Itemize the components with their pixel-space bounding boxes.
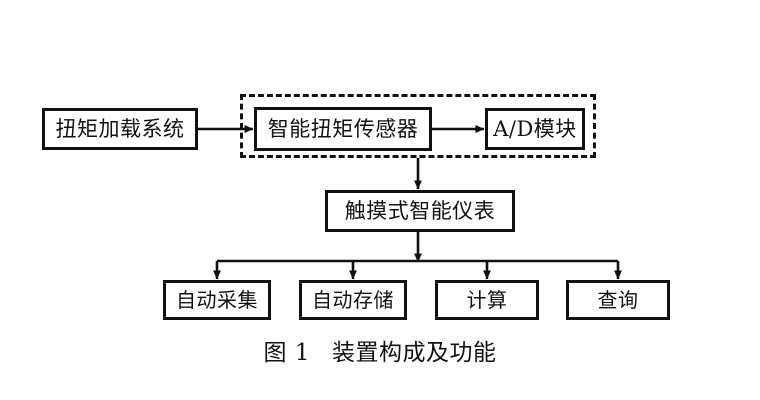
node-auto-collect: 自动采集	[163, 280, 271, 320]
node-query: 查询	[566, 280, 670, 320]
node-smart-torque-sensor-label: 智能扭矩传感器	[267, 116, 419, 141]
node-torque-loading-system: 扭矩加载系统	[42, 108, 198, 150]
node-touch-instrument-label: 触摸式智能仪表	[344, 198, 496, 223]
figure-caption-title: 装置构成及功能	[331, 340, 497, 366]
node-smart-torque-sensor: 智能扭矩传感器	[254, 107, 432, 151]
node-auto-store-label: 自动存储	[312, 288, 394, 312]
node-calculate-label: 计算	[466, 288, 508, 312]
node-ad-module-label: A/D模块	[493, 116, 577, 141]
node-ad-module: A/D模块	[485, 108, 585, 150]
node-query-label: 查询	[597, 288, 639, 312]
node-torque-loading-system-label: 扭矩加载系统	[55, 116, 185, 141]
node-auto-store: 自动存储	[299, 280, 407, 320]
node-auto-collect-label: 自动采集	[176, 288, 258, 312]
node-touch-instrument: 触摸式智能仪表	[325, 190, 515, 232]
node-calculate: 计算	[435, 280, 539, 320]
figure-caption-number: 图 1	[263, 340, 310, 366]
figure-caption: 图 1 装置构成及功能	[0, 333, 760, 367]
dashed-group-container	[240, 94, 596, 158]
